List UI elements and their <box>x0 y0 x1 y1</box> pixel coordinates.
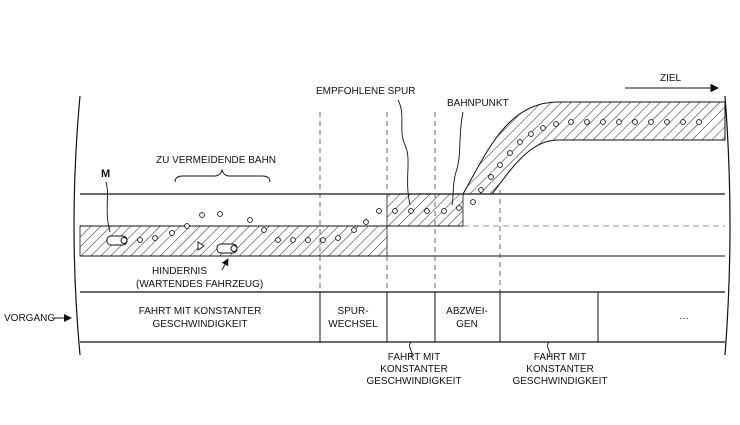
trajectory-point <box>497 162 503 168</box>
trajectory-point <box>517 139 523 145</box>
trajectory-point <box>478 187 484 193</box>
trajectory-points <box>137 119 702 243</box>
trajectory-point <box>137 237 143 243</box>
vehicle-marker-leader <box>105 181 111 233</box>
trajectory-point <box>351 227 357 233</box>
bottom-note-1-leader <box>409 341 413 358</box>
trajectory-point <box>456 205 462 211</box>
process-cell-4-line1: ABZWEI- <box>446 306 488 317</box>
path-point-label: BAHNPUNKT <box>447 98 509 109</box>
bottom-note-1-line3: GESCHWINDIGKEIT <box>366 376 461 387</box>
trajectory-point <box>169 230 175 236</box>
trajectory-point <box>261 227 267 233</box>
obstacle-leader <box>221 258 229 271</box>
obstacle-triangle-icon <box>197 241 205 251</box>
trajectory-point <box>664 119 670 125</box>
trajectory-point <box>305 237 311 243</box>
process-cell-1-line2: GESCHWINDIGKEIT <box>152 319 247 330</box>
trajectory-point <box>680 119 686 125</box>
trajectory-point <box>616 119 622 125</box>
bottom-note-2-line1: FAHRT MIT <box>534 352 586 363</box>
trajectory-point <box>507 150 513 156</box>
trajectory-point <box>441 208 447 214</box>
process-cell-1-line1: FAHRT MIT KONSTANTER <box>139 306 262 317</box>
trajectory-point <box>424 208 430 214</box>
path-point-leader <box>451 111 464 206</box>
process-cell-2-line2: WECHSEL <box>328 319 378 330</box>
obstacle-label-line2: (WARTENDES FAHRZEUG) <box>136 279 263 290</box>
bottom-note-2-line3: GESCHWINDIGKEIT <box>512 376 607 387</box>
trajectory-point <box>217 211 223 217</box>
ego-vehicle-icon <box>106 235 128 246</box>
trajectory-point <box>540 125 546 131</box>
process-cell-4-line2: GEN <box>456 319 478 330</box>
trajectory-point <box>600 119 606 125</box>
bottom-note-2-line2: KONSTANTER <box>526 364 594 375</box>
trajectory-point <box>392 208 398 214</box>
trajectory-point <box>199 212 205 218</box>
trajectory-point <box>376 208 382 214</box>
vehicle-marker-label: M <box>101 168 110 180</box>
trajectory-point <box>408 208 414 214</box>
branch-hatched-region <box>462 101 726 195</box>
process-cell-2-line1: SPUR- <box>337 306 368 317</box>
process-cell-6-line1: … <box>679 311 689 322</box>
goal-label: ZIEL <box>660 73 682 84</box>
avoid-path-label: ZU VERMEIDENDE BAHN <box>156 155 276 166</box>
trajectory-point <box>632 119 638 125</box>
trajectory-point <box>528 131 534 137</box>
trajectory-point <box>363 219 369 225</box>
recommended-lane-label: EMPFOHLENE SPUR <box>316 86 415 97</box>
obstacle-vehicle-icon <box>216 243 238 254</box>
trajectory-point <box>584 119 590 125</box>
trajectory-point <box>648 119 654 125</box>
trajectory-point <box>247 217 253 223</box>
trajectory-point <box>696 119 702 125</box>
trajectory-point <box>290 237 296 243</box>
obstacle-label-line1: HINDERNIS <box>152 266 207 277</box>
trajectory-point <box>470 199 476 205</box>
trajectory-point <box>488 174 494 180</box>
process-label: VORGANG <box>4 313 55 324</box>
trajectory-point <box>320 237 326 243</box>
recommended-lane-leader <box>397 99 411 206</box>
road-right-edge <box>724 95 731 356</box>
bottom-note-1-line1: FAHRT MIT <box>388 352 440 363</box>
bottom-note-2-leader <box>547 341 551 358</box>
trajectory-point <box>335 235 341 241</box>
avoid-path-brace <box>174 168 271 183</box>
trajectory-point <box>152 235 158 241</box>
trajectory-point <box>568 119 574 125</box>
trajectory-point <box>553 121 559 127</box>
bottom-note-1-line2: KONSTANTER <box>380 364 448 375</box>
trajectory-point <box>184 223 190 229</box>
road-left-edge <box>73 95 81 356</box>
trajectory-point <box>275 237 281 243</box>
